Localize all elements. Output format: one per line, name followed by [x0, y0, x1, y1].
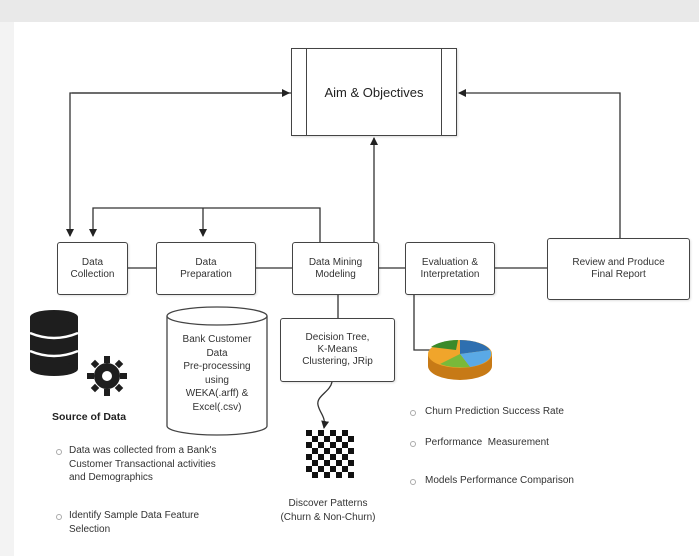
source-bullet: Data was collected from a Bank's Custome…: [69, 445, 217, 483]
source-bullet: Identify Sample Data Feature Selection: [69, 510, 200, 535]
stage-label: Review and Produce Final Report: [572, 257, 665, 280]
feedback-loop-line: [89, 207, 321, 242]
stage-data-preparation: Data Preparation: [156, 242, 256, 295]
background-left-strip: [0, 22, 14, 556]
discover-patterns-label: Discover Patterns (Churn & Non-Churn): [280, 498, 376, 523]
preparation-note: Bank Customer Data Pre-processing using …: [182, 334, 252, 413]
bullet-icon: [410, 410, 416, 416]
bullet-icon: [410, 441, 416, 447]
stage-label: Evaluation & Interpretation: [420, 256, 480, 280]
stage-data-collection: Data Collection: [57, 242, 128, 295]
stage-label: Data Mining Modeling: [308, 256, 363, 280]
stage-label: Data Collection: [70, 256, 115, 280]
evaluation-bullet: Performance Measurement: [425, 437, 549, 448]
database-gear-icon: [29, 310, 127, 396]
source-title: Source of Data: [52, 411, 127, 423]
bullet-icon: [56, 514, 62, 520]
bullet-icon: [56, 449, 62, 455]
review-to-aim-line: [458, 89, 621, 238]
models-note: Decision Tree, K-Means Clustering, JRip: [302, 332, 373, 367]
preparation-cylinder: [166, 306, 268, 436]
stage-data-mining: Data Mining Modeling: [292, 242, 379, 295]
background-band: [0, 0, 699, 22]
aim-objectives-box: Aim & Objectives: [291, 48, 457, 136]
evaluation-bullet: Churn Prediction Success Rate: [425, 406, 564, 417]
aim-title: Aim & Objectives: [324, 84, 424, 100]
evaluation-bullet: Models Performance Comparison: [425, 475, 574, 486]
stage-evaluation: Evaluation & Interpretation: [405, 242, 495, 295]
aim-to-collection-line: [66, 92, 291, 237]
models-note-box: Decision Tree, K-Means Clustering, JRip: [280, 318, 395, 382]
stage-label: Data Preparation: [180, 256, 232, 280]
checkerboard-icon: [306, 430, 354, 478]
stage-review-report: Review and Produce Final Report: [547, 238, 690, 300]
bullet-icon: [410, 479, 416, 485]
pie-chart-icon: [428, 340, 492, 380]
